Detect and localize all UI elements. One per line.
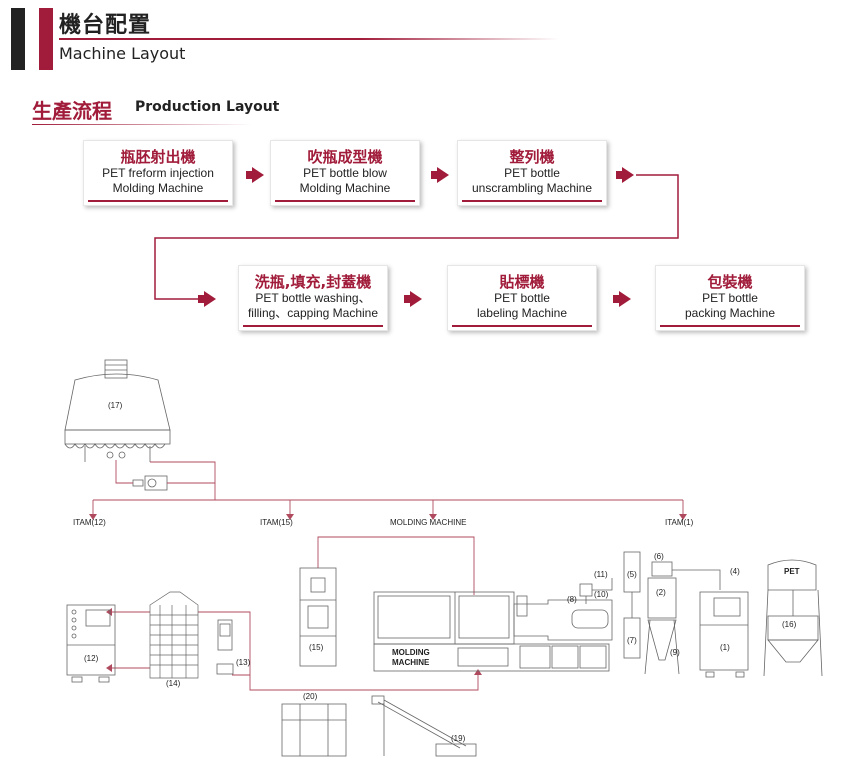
label-9: (9) (670, 648, 680, 657)
flow-step-labeling: 貼標機 PET bottle labeling Machine (447, 265, 597, 331)
label-1: (1) (720, 643, 730, 652)
label-itam15: ITAM(15) (260, 518, 293, 527)
flow-step-en1: PET bottle (702, 291, 758, 305)
header-bar-accent (39, 8, 53, 70)
flow-step-en1: PET freform injection (102, 166, 214, 180)
filter-icon (216, 619, 234, 675)
flow-step-en1: PET bottle (494, 291, 550, 305)
dryer-icon (644, 561, 721, 675)
label-19: (19) (451, 734, 466, 743)
flow-step-en2: Molding Machine (112, 181, 204, 195)
pet-silo-icon (763, 559, 823, 677)
header-divider (59, 38, 559, 40)
pipe-pump-loop (150, 461, 216, 484)
label-molding-2: MACHINE (392, 658, 430, 667)
flow-step-packing: 包裝機 PET bottle packing Machine (655, 265, 805, 331)
flow-step-en2: packing Machine (684, 306, 776, 320)
label-5: (5) (627, 570, 637, 579)
label-14: (14) (166, 679, 181, 688)
label-molding-1: MOLDING (392, 648, 430, 657)
pipe-tower-pump (115, 460, 133, 484)
label-15: (15) (309, 643, 324, 652)
label-7: (7) (627, 636, 637, 645)
flow-step-zh: 瓶胚射出機 (120, 148, 196, 166)
flow-arrow-icon (613, 291, 631, 307)
pump-icon (132, 475, 168, 491)
flow-step-zh: 包裝機 (707, 273, 753, 291)
page-title-en: Machine Layout (59, 44, 186, 63)
label-17: (17) (108, 401, 123, 410)
flow-step-en1: PET bottle blow (303, 166, 387, 180)
label-16: (16) (782, 620, 797, 629)
flow-step-en1: PET bottle (504, 166, 560, 180)
flow-step-underline (462, 200, 602, 202)
label-20: (20) (303, 692, 318, 701)
control-cabinet-icon (699, 591, 749, 678)
flow-step-blow: 吹瓶成型機 PET bottle blow Molding Machine (270, 140, 420, 206)
flow-step-injection: 瓶胚射出機 PET freform injection Molding Mach… (83, 140, 233, 206)
label-12: (12) (84, 654, 99, 663)
flow-step-underline (660, 325, 800, 327)
section-title-en: Production Layout (135, 99, 280, 115)
flow-arrow-icon (616, 167, 634, 183)
conveyor-icon (371, 695, 477, 757)
label-pet: PET (784, 567, 800, 576)
flow-step-en2: Molding Machine (299, 181, 391, 195)
label-4: (4) (730, 567, 740, 576)
pipe-return (198, 611, 479, 691)
flow-step-zh: 吹瓶成型機 (307, 148, 383, 166)
water-tank-icon (149, 591, 199, 679)
flow-arrow-icon (404, 291, 422, 307)
pipe-chiller-loop (317, 536, 475, 595)
page-title-zh: 機台配置 (59, 13, 152, 38)
cooling-tower-icon (64, 359, 171, 462)
header-bar-dark (11, 8, 25, 70)
label-6: (6) (654, 552, 664, 561)
flow-step-unscrambling: 整列機 PET bottle unscrambling Machine (457, 140, 607, 206)
flow-step-en2: unscrambling Machine (471, 181, 593, 195)
flow-arrow-icon (246, 167, 264, 183)
label-molding-machine-top: MOLDING MACHINE (390, 518, 467, 527)
section-divider (32, 124, 252, 125)
flow-connector (154, 174, 679, 300)
auxiliary-tank-icon (623, 551, 641, 659)
label-13: (13) (236, 658, 251, 667)
flow-step-underline (88, 200, 228, 202)
hopper-icon (579, 578, 613, 604)
label-11: (11) (594, 570, 608, 579)
flow-arrow-icon (431, 167, 449, 183)
section-title-zh: 生產流程 (32, 99, 112, 123)
flow-step-zh: 貼標機 (499, 273, 545, 291)
flow-step-en2: filling、capping Machine (247, 306, 379, 320)
label-2: (2) (656, 588, 666, 597)
molding-machine-icon (373, 591, 613, 672)
flow-step-underline (243, 325, 383, 327)
crusher-icon (281, 703, 347, 757)
chiller-icon (66, 604, 116, 683)
label-8: (8) (567, 595, 577, 604)
label-itam1: ITAM(1) (665, 518, 694, 527)
flow-step-en2: labeling Machine (476, 306, 568, 320)
flow-step-washing-filling: 洗瓶,填充,封蓋機 PET bottle washing、 filling、ca… (238, 265, 388, 331)
flow-step-en1: PET bottle washing、 (255, 291, 371, 305)
label-itam12: ITAM(12) (73, 518, 106, 527)
label-10: (10) (594, 590, 609, 599)
flow-step-zh: 整列機 (509, 148, 555, 166)
flow-step-zh: 洗瓶,填充,封蓋機 (254, 273, 372, 291)
flow-step-underline (275, 200, 415, 202)
mold-temperature-controller-icon (299, 567, 337, 667)
flow-step-underline (452, 325, 592, 327)
